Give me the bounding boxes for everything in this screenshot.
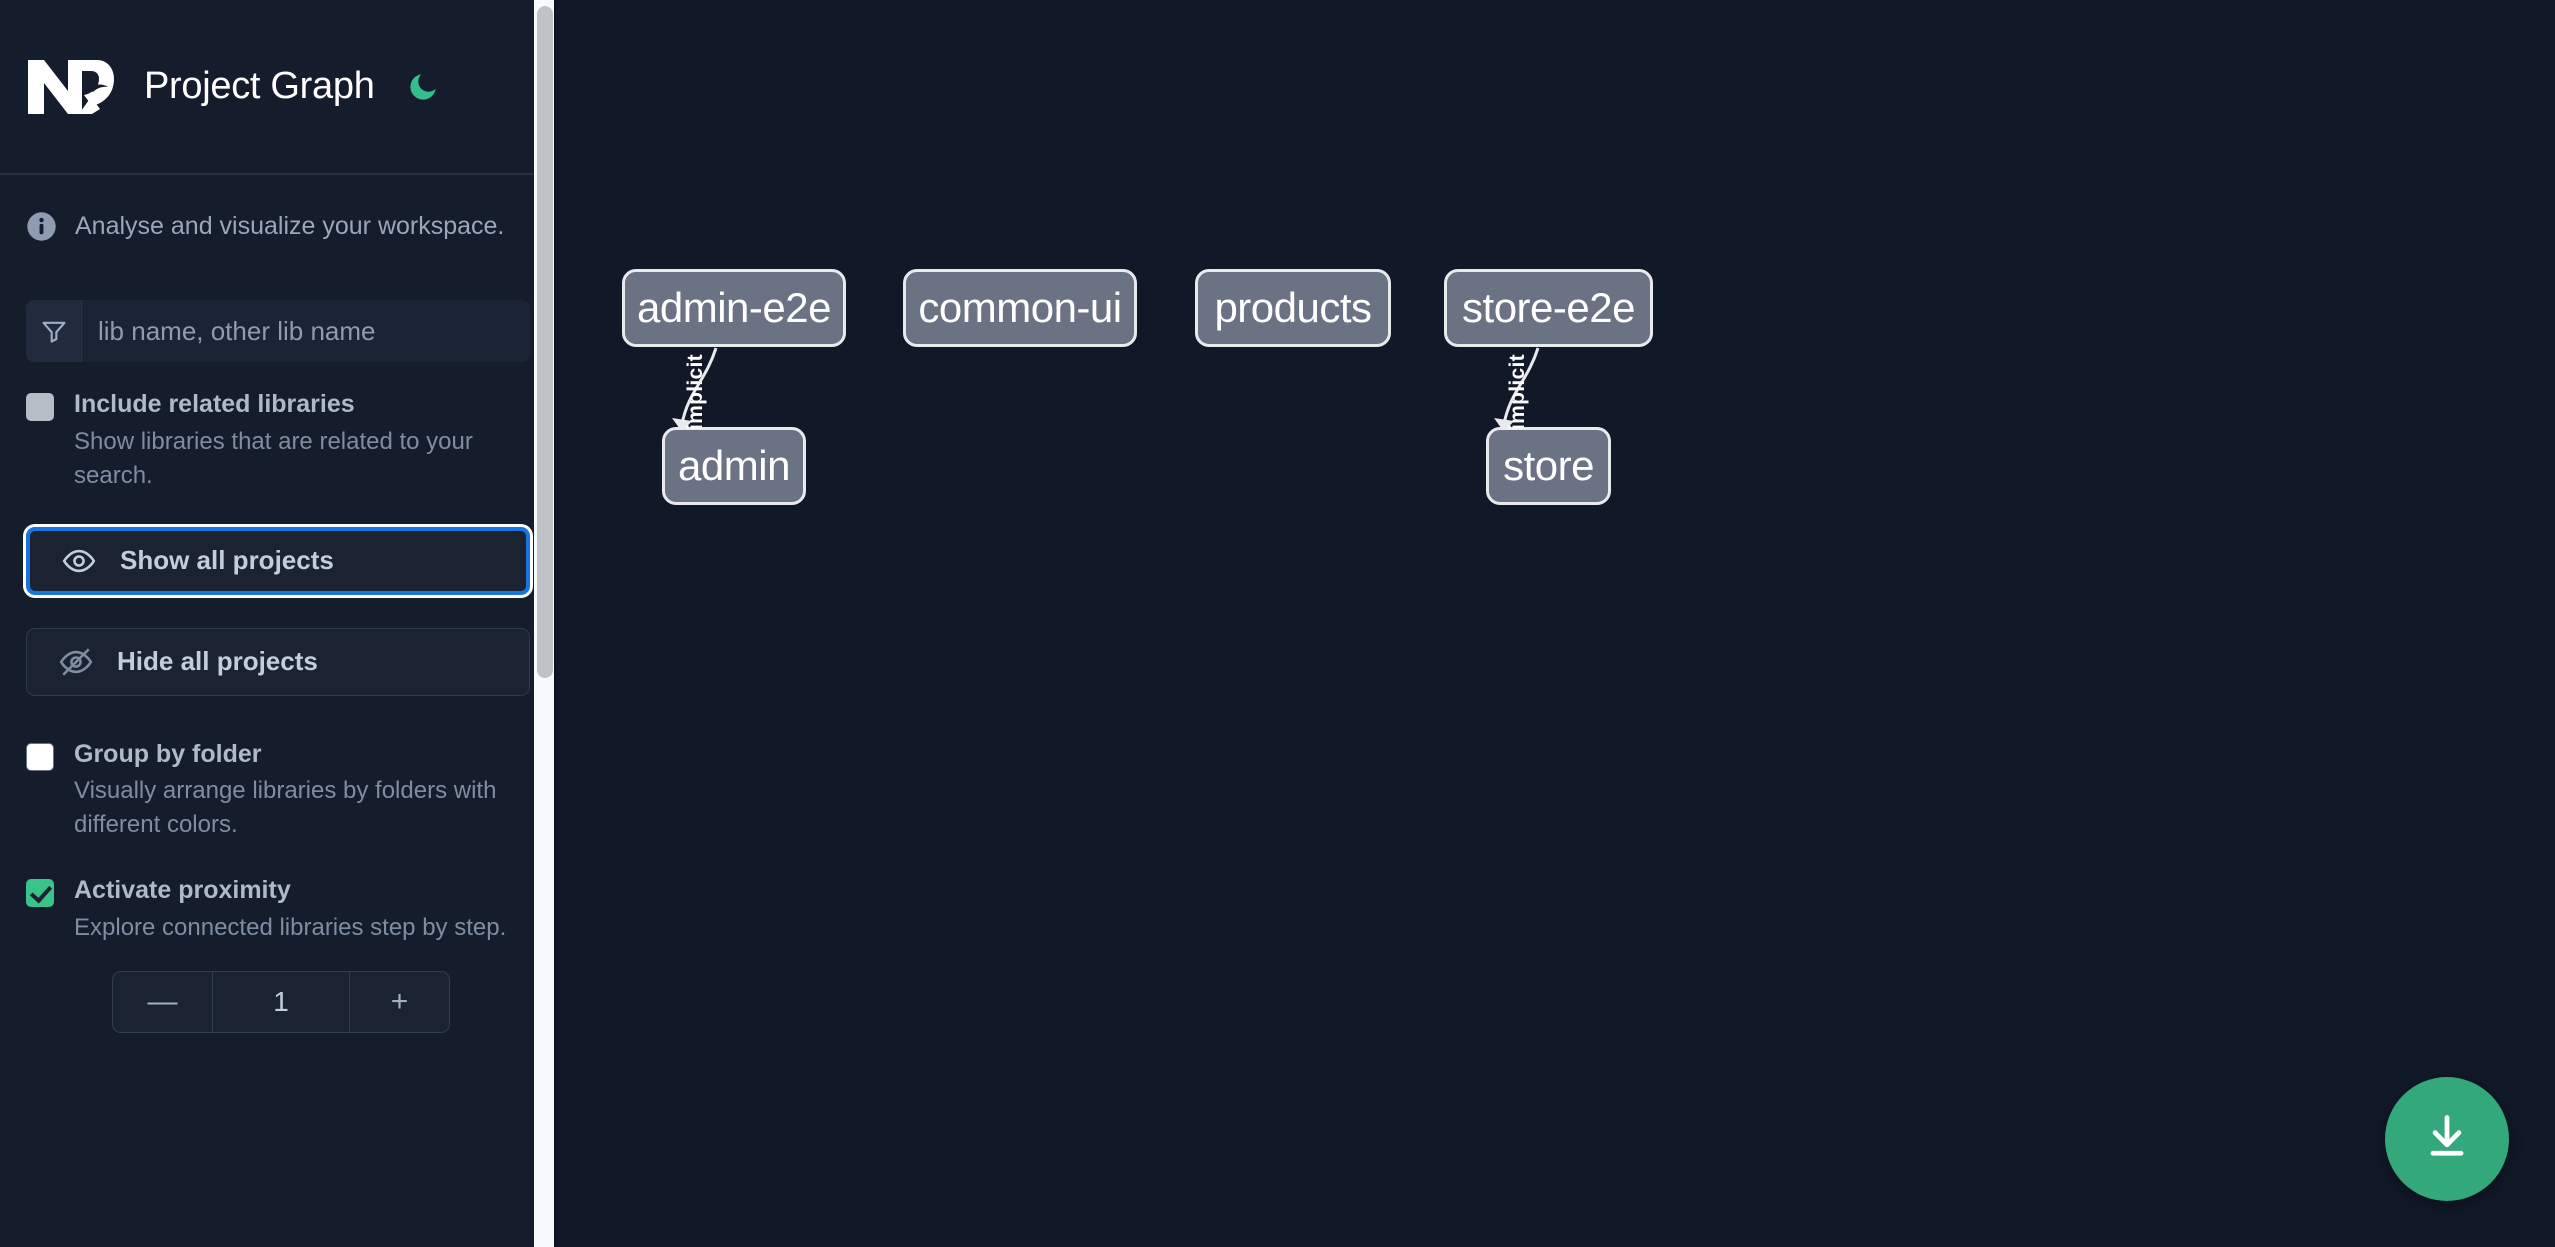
edge-label-store-implicit: implicit (1506, 354, 1529, 430)
download-graph-button[interactable] (2385, 1077, 2509, 1201)
graph-canvas[interactable]: admin-e2e common-ui products store-e2e a… (556, 0, 2555, 1247)
tagline-text: Analyse and visualize your workspace. (75, 212, 505, 240)
option-group-by-folder[interactable]: Group by folder Visually arrange librari… (0, 738, 556, 843)
graph-edges (672, 347, 1540, 432)
plus-icon: + (390, 984, 409, 1018)
sidebar-scrollbar[interactable] (534, 0, 556, 1247)
show-all-projects-label: Show all projects (120, 545, 334, 576)
graph-node-admin-e2e[interactable]: admin-e2e (622, 269, 846, 347)
graph-node-store[interactable]: store (1486, 427, 1611, 505)
eye-off-icon (57, 643, 95, 681)
option-title: Group by folder (74, 739, 262, 768)
sidebar-scrollbar-thumb[interactable] (537, 6, 553, 678)
option-description: Visually arrange libraries by folders wi… (74, 777, 497, 839)
minus-icon: — (147, 984, 178, 1018)
proximity-stepper: — 1 + (112, 970, 450, 1033)
option-activate-proximity[interactable]: Activate proximity Explore connected lib… (0, 874, 556, 945)
sidebar-divider (554, 0, 556, 1247)
option-include-related[interactable]: Include related libraries Show libraries… (0, 388, 556, 493)
stepper-value[interactable]: 1 (273, 985, 289, 1017)
option-description: Show libraries that are related to your … (74, 427, 473, 489)
sidebar: Project Graph Analyse and visualize your… (0, 0, 556, 1247)
option-title: Include related libraries (74, 390, 355, 418)
option-description: Explore connected libraries step by step… (74, 913, 507, 941)
filter-funnel-icon[interactable] (26, 300, 82, 362)
show-all-projects-button[interactable]: Show all projects (26, 526, 530, 595)
graph-node-common-ui[interactable]: common-ui (903, 269, 1137, 347)
edge-label-admin-implicit: implicit (684, 354, 707, 430)
search-bar (26, 300, 530, 362)
graph-node-products[interactable]: products (1195, 269, 1391, 347)
include-related-checkbox[interactable] (26, 393, 54, 421)
tagline: Analyse and visualize your workspace. (0, 175, 556, 278)
nx-logo-icon (26, 56, 116, 118)
stepper-decrement-button[interactable]: — (113, 971, 213, 1032)
moon-icon[interactable] (403, 67, 443, 107)
download-icon (2421, 1111, 2473, 1168)
hide-all-projects-button[interactable]: Hide all projects (26, 627, 530, 696)
sidebar-header: Project Graph (0, 0, 556, 175)
stepper-increment-button[interactable]: + (349, 971, 449, 1032)
info-icon (26, 211, 57, 242)
hide-all-projects-label: Hide all projects (117, 646, 318, 677)
page-title: Project Graph (144, 65, 375, 107)
eye-icon (60, 542, 98, 580)
option-title: Activate proximity (74, 876, 291, 905)
group-by-folder-checkbox[interactable] (26, 742, 54, 771)
activate-proximity-checkbox[interactable] (26, 879, 54, 908)
search-input[interactable] (82, 300, 530, 362)
graph-node-store-e2e[interactable]: store-e2e (1444, 269, 1653, 347)
graph-node-admin[interactable]: admin (662, 427, 806, 505)
